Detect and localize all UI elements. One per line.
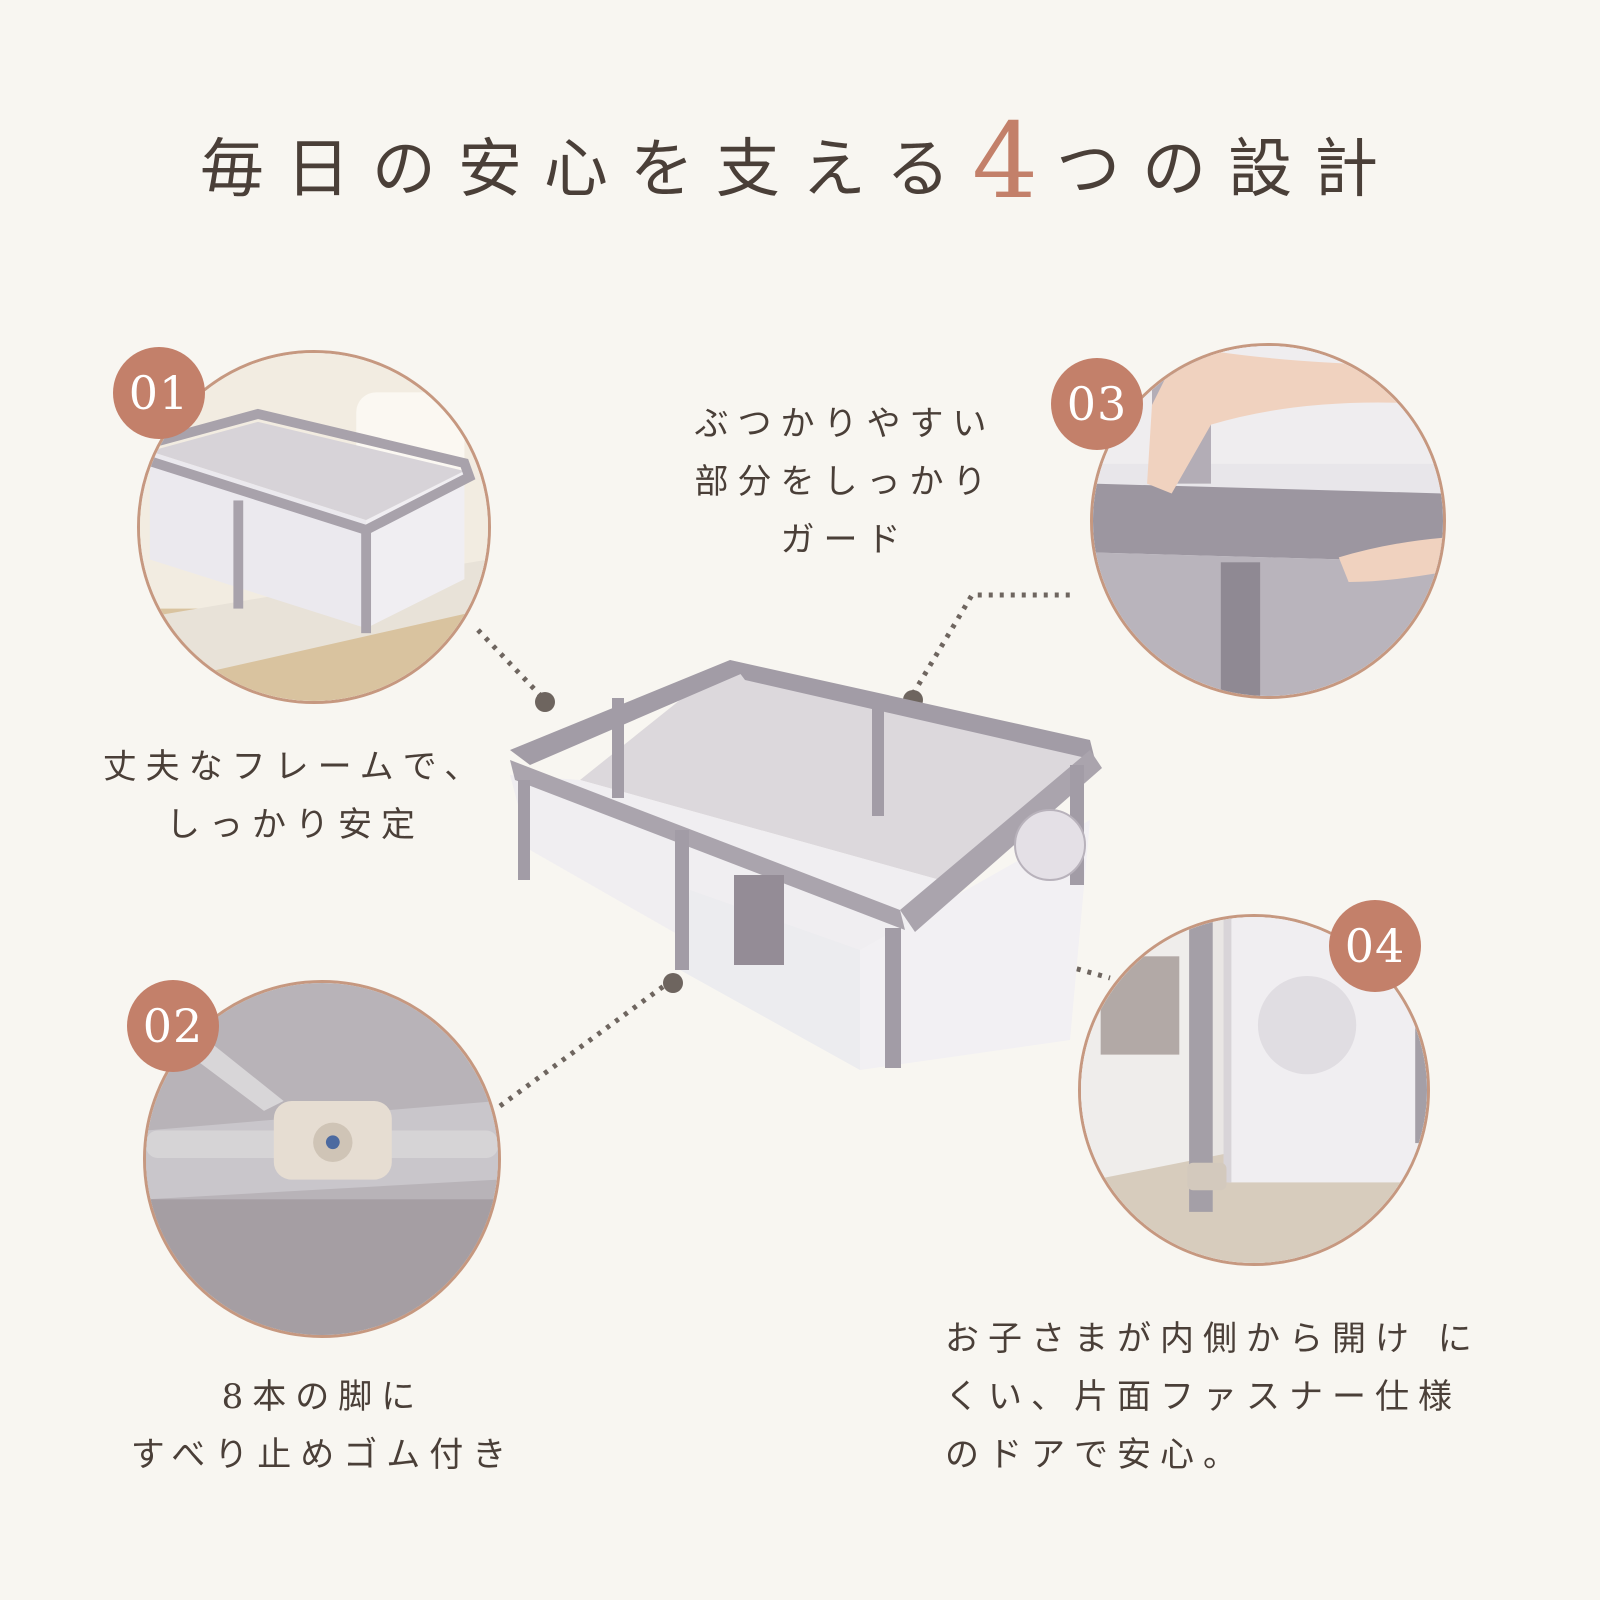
feature-03-caption: ぶつかりやすい 部分をしっかり ガード [685,395,1005,569]
feature-03-caption-line: 部分をしっかり [694,462,996,502]
playpen-product-image [490,640,1130,1100]
feature-04-caption-line: のドアで安心。 [945,1435,1246,1475]
feature-01-caption: 丈夫なフレームで、 しっかり安定 [100,738,490,854]
feature-02-caption-line: すべり止めゴム付き [130,1435,516,1475]
feature-01-caption-line: 丈夫なフレームで、 [102,747,488,787]
title-suffix: つの設計 [1056,133,1401,207]
title-number: 4 [971,100,1057,222]
feature-02-photo [143,980,501,1338]
feature-02-badge: 02 [127,980,219,1072]
feature-04-caption: お子さまが内側から開け に くい、片面ファスナー仕様 のドアで安心。 [945,1310,1505,1484]
feature-03-caption-line: ぶつかりやすい [694,404,996,444]
page-title: 毎日の安心を支える4つの設計 [0,100,1600,222]
feature-03-badge: 03 [1051,358,1143,450]
feature-04-badge: 04 [1329,900,1421,992]
feature-02-caption-line: 8本の脚に [221,1377,425,1417]
feature-01-caption-line: しっかり安定 [166,805,424,845]
feature-03-photo [1090,343,1446,699]
title-prefix: 毎日の安心を支える [199,133,972,207]
feature-01-badge: 01 [113,347,205,439]
feature-02-caption: 8本の脚に すべり止めゴム付き [113,1368,533,1484]
feature-04-caption-line: くい、片面ファスナー仕様 [945,1377,1461,1417]
feature-04-caption-line: お子さまが内側から開け に [945,1319,1481,1359]
feature-03-caption-line: ガード [780,520,910,560]
